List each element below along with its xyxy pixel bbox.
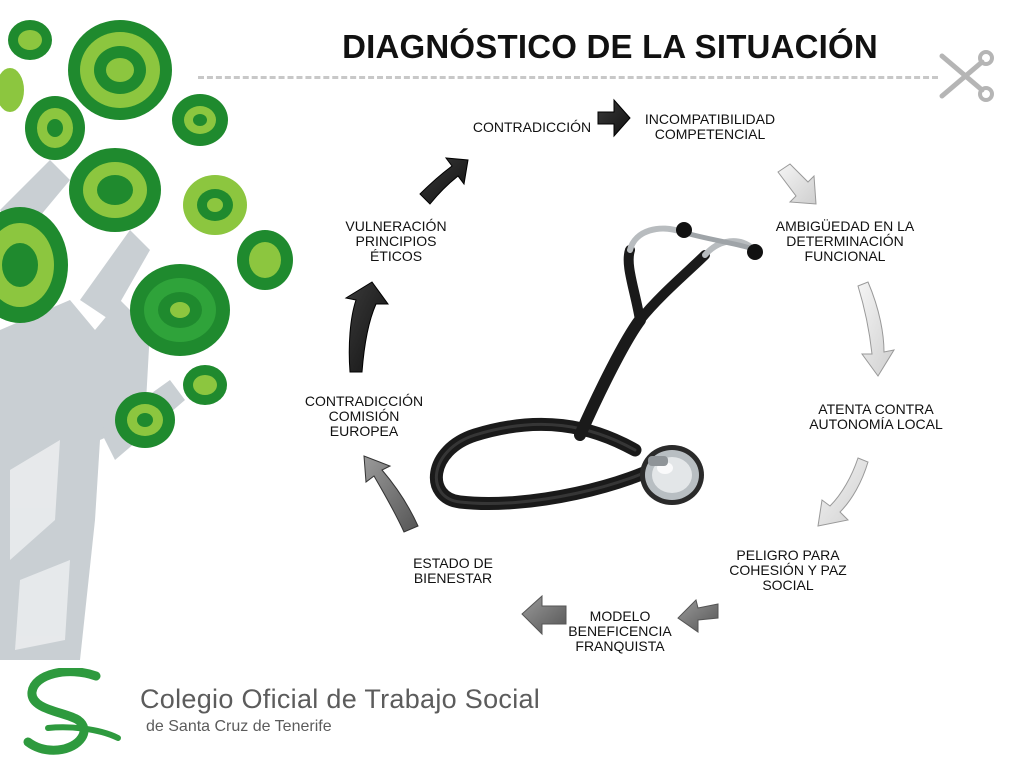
node-ambiguedad: AMBIGÜEDAD EN LA DETERMINACIÓN FUNCIONAL [775,218,915,264]
stethoscope-illustration [429,222,763,511]
arrow-to-contradiccion [419,157,469,205]
node-contradiccion: CONTRADICCIÓN [472,119,592,135]
logo-name: Colegio Oficial de Trabajo Social [140,684,541,714]
arrow-to-modelo [677,599,719,633]
arrow-to-contradiccion-ce [363,455,419,533]
arrow-to-ambiguedad [777,163,817,205]
slide-title: DIAGNÓSTICO DE LA SITUACIÓN [342,28,878,65]
arrow-to-autonomia [857,281,896,377]
node-autonomia: ATENTA CONTRA AUTONOMÍA LOCAL [809,401,943,432]
logo-location: de Santa Cruz de Tenerife [146,718,332,735]
node-vulneracion: VULNERACIÓN PRINCIPIOS ÉTICOS [345,218,447,264]
node-incompatibilidad: INCOMPATIBILIDAD COMPETENCIAL [644,111,776,142]
arrow-to-peligro [817,457,869,527]
arrow-to-vulneracion [344,281,389,373]
dashed-divider [198,76,938,79]
node-estado: ESTADO DE BIENESTAR [413,555,493,586]
node-peligro: PELIGRO PARA COHESIÓN Y PAZ SOCIAL [729,547,847,593]
arrow-to-estado [521,594,567,636]
node-modelo: MODELO BENEFICENCIA FRANQUISTA [568,608,672,654]
arrow-contradiccion-incompatibilidad [597,98,631,138]
node-contradiccion-ce: CONTRADICCIÓN COMISIÓN EUROPEA [304,393,424,439]
tree-illustration [0,20,293,660]
scissors-icon [939,50,994,102]
logo-s-icon [23,668,121,755]
